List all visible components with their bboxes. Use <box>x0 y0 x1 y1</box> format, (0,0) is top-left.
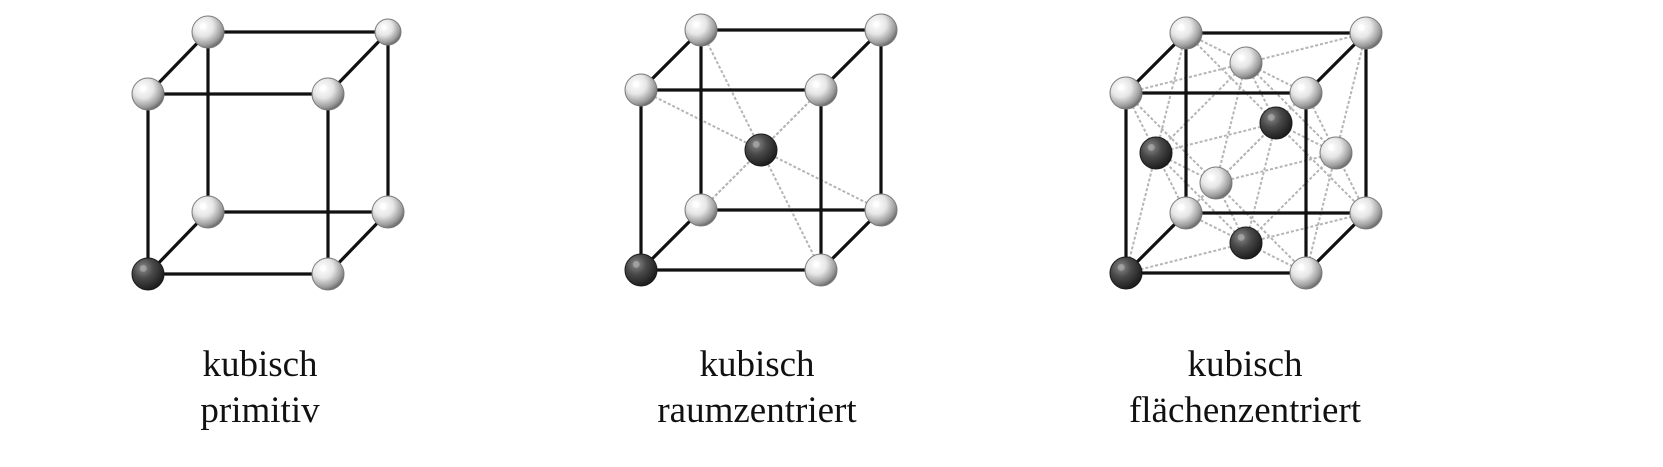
body-centered-atom-bbl <box>684 193 718 227</box>
body-centered-atom-bbr-highlight <box>872 200 880 208</box>
face-centered-diagonal <box>1215 152 1337 184</box>
face-centered-atom-btr-highlight <box>1357 23 1365 31</box>
caption-body-centered: kubisch raumzentriert <box>547 342 967 434</box>
face-centered-atom-fbl-highlight <box>1117 263 1125 271</box>
caption-face-centered-line2: flächenzentriert <box>1128 390 1362 431</box>
face-centered-atom-bbl-highlight <box>1177 203 1185 211</box>
body-centered-atom-ftl <box>624 73 658 107</box>
face-centered-atom-top-face-highlight <box>1237 53 1245 61</box>
primitive-atom-bbl <box>191 195 225 229</box>
primitive-atom-ftl <box>131 77 165 111</box>
cube-body-centered <box>624 13 898 287</box>
primitive-atom-btr-highlight <box>381 24 387 31</box>
caption-face-centered: kubisch flächenzentriert <box>1035 342 1455 434</box>
primitive-atom-btl-highlight <box>199 22 207 30</box>
body-centered-atom-center <box>744 133 778 167</box>
face-centered-atom-right-face <box>1319 136 1353 170</box>
face-centered-diagonal <box>1155 122 1277 154</box>
face-centered-atom-bbr <box>1349 196 1383 230</box>
face-centered-diagonal <box>1215 62 1247 184</box>
face-centered-diagonal <box>1245 152 1337 244</box>
face-centered-diagonal <box>1125 212 1367 274</box>
body-centered-atom-fbr-highlight <box>812 260 820 268</box>
face-centered-atom-top-face <box>1229 46 1263 80</box>
body-centered-atom-bbl-highlight <box>692 200 700 208</box>
primitive-atom-fbl-highlight <box>139 264 147 272</box>
face-centered-diagonal <box>1245 122 1277 244</box>
face-centered-diagonal <box>1125 32 1367 94</box>
face-centered-atom-left-face <box>1139 136 1173 170</box>
face-centered-atom-btl <box>1169 16 1203 50</box>
face-centered-diagonal <box>1125 32 1187 274</box>
caption-primitive-line1: kubisch <box>202 344 318 385</box>
face-centered-atom-left-face-highlight <box>1147 143 1155 151</box>
body-centered-atom-btl-highlight <box>692 20 700 28</box>
primitive-atom-bbl-highlight <box>199 202 207 210</box>
primitive-atom-fbl <box>131 257 165 291</box>
body-centered-atom-ftr <box>804 73 838 107</box>
face-centered-atom-bbr-highlight <box>1357 203 1365 211</box>
body-centered-atom-fbl <box>624 253 658 287</box>
caption-face-centered-line1: kubisch <box>1187 344 1303 385</box>
face-centered-atom-ftl <box>1109 76 1143 110</box>
face-centered-atom-bbl <box>1169 196 1203 230</box>
face-centered-atom-fbl <box>1109 256 1143 290</box>
face-centered-diagonal <box>1155 152 1247 244</box>
face-centered-atom-ftr <box>1289 76 1323 110</box>
face-centered-atom-back-face <box>1259 106 1293 140</box>
primitive-atom-bbr <box>371 195 405 229</box>
body-centered-atom-bbr <box>864 193 898 227</box>
primitive-atom-btl <box>191 15 225 49</box>
face-centered-atom-fbr <box>1289 256 1323 290</box>
face-centered-atom-bottom-face-highlight <box>1237 233 1245 241</box>
face-centered-diagonal <box>1155 62 1247 154</box>
body-centered-diagonal <box>760 29 882 151</box>
face-centered-atom-btr <box>1349 16 1383 50</box>
body-centered-atom-fbr <box>804 253 838 287</box>
face-centered-atom-fbr-highlight <box>1297 263 1305 271</box>
cube-primitive <box>131 15 405 291</box>
primitive-atom-ftr <box>311 77 345 111</box>
face-centered-atom-front-face-highlight <box>1207 173 1215 181</box>
body-centered-atom-ftl-highlight <box>632 80 640 88</box>
face-centered-atom-ftl-highlight <box>1117 83 1125 91</box>
caption-primitive: kubisch primitiv <box>50 342 470 434</box>
primitive-atom-fbr <box>311 257 345 291</box>
face-centered-diagonal <box>1305 32 1367 274</box>
body-centered-atom-fbl-highlight <box>632 260 640 268</box>
body-centered-atom-ftr-highlight <box>812 80 820 88</box>
primitive-atom-ftr-highlight <box>319 84 327 92</box>
face-centered-atom-front-face <box>1199 166 1233 200</box>
primitive-atom-bbr-highlight <box>379 202 387 210</box>
body-centered-atom-btr <box>864 13 898 47</box>
cube-face-centered <box>1109 16 1383 290</box>
face-centered-atom-bottom-face <box>1229 226 1263 260</box>
body-centered-atom-btr-highlight <box>872 20 880 28</box>
face-centered-diagonal <box>1245 62 1337 154</box>
body-centered-atom-center-highlight <box>752 140 760 148</box>
face-centered-atom-right-face-highlight <box>1327 143 1335 151</box>
caption-body-centered-line1: kubisch <box>699 344 815 385</box>
face-centered-atom-ftr-highlight <box>1297 83 1305 91</box>
primitive-atom-fbr-highlight <box>319 264 327 272</box>
face-centered-atom-btl-highlight <box>1177 23 1185 31</box>
primitive-atom-ftl-highlight <box>139 84 147 92</box>
body-centered-atom-btl <box>684 13 718 47</box>
caption-primitive-line2: primitiv <box>200 390 320 431</box>
caption-body-centered-line2: raumzentriert <box>657 390 857 431</box>
primitive-atom-btr <box>374 18 402 46</box>
face-centered-atom-back-face-highlight <box>1267 113 1275 121</box>
